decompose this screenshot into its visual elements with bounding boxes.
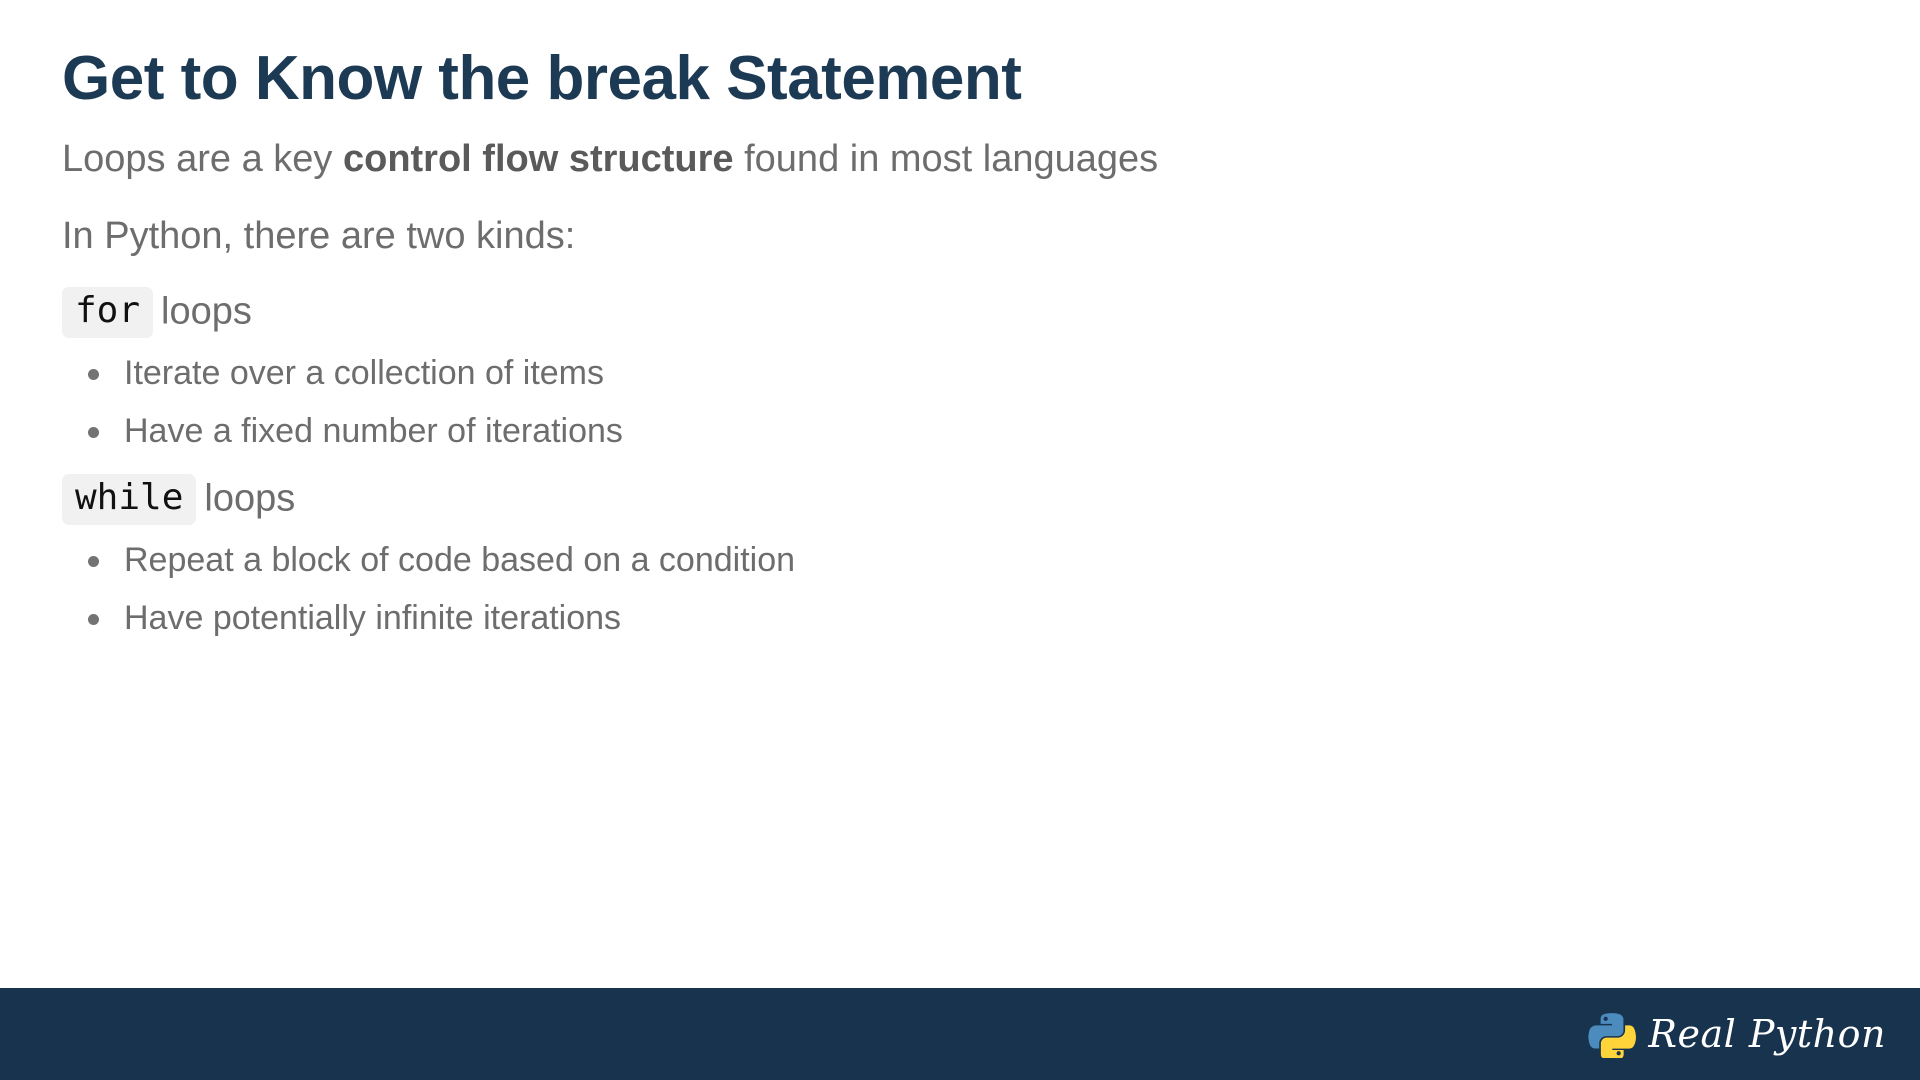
list-item-label: Repeat a block of code based on a condit… [124, 540, 796, 579]
list-item: Repeat a block of code based on a condit… [62, 539, 1860, 581]
lead-text-after: found in most languages [733, 138, 1159, 181]
list-item-label: Have potentially infinite iterations [124, 598, 622, 637]
page-title: Get to Know the break Statement [62, 44, 1022, 113]
lead-paragraph: Loops are a key control flow structure f… [62, 135, 1860, 184]
kinds-line: In Python, there are two kinds: [62, 215, 576, 258]
list-item: Iterate over a collection of items [62, 352, 1860, 394]
python-logo-icon [1588, 1013, 1637, 1058]
list-item-label: Have a fixed number of iterations [124, 411, 623, 450]
bullet-dot-icon [88, 555, 99, 567]
for-loop-label: loops [161, 290, 252, 333]
while-loop-bullets: Repeat a block of code based on a condit… [62, 539, 1860, 639]
code-chip-while: while [62, 473, 197, 525]
lead-text-bold: control flow structure [342, 138, 734, 181]
while-loop-label: loops [204, 477, 296, 520]
brand: Real Python [1588, 1010, 1886, 1058]
footer-bar: Real Python [0, 988, 1920, 1080]
list-item: Have potentially infinite iterations [62, 597, 1860, 639]
bullet-dot-icon [88, 368, 99, 380]
list-item-label: Iterate over a collection of items [124, 353, 605, 392]
bullet-dot-icon [88, 426, 99, 438]
lead-text-before: Loops are a key [62, 138, 343, 181]
slide-content: Get to Know the break Statement Loops ar… [62, 44, 1860, 661]
for-loop-bullets: Iterate over a collection of items Have … [62, 352, 1860, 452]
list-item: Have a fixed number of iterations [62, 410, 1860, 452]
brand-name: Real Python [1648, 1012, 1886, 1056]
bullet-dot-icon [88, 613, 99, 625]
code-chip-for: for [62, 286, 154, 338]
